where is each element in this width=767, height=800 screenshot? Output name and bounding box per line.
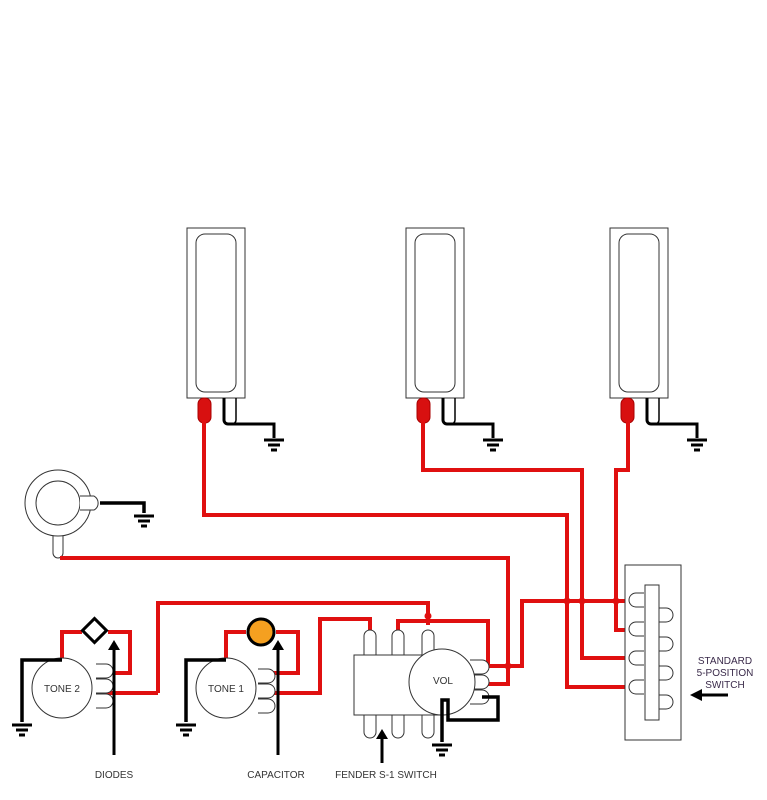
five-way-switch xyxy=(624,564,682,741)
diodes-label: DIODES xyxy=(95,770,134,781)
tone1-label: TONE 1 xyxy=(208,684,244,695)
ground-icon xyxy=(174,723,198,737)
five-way-label-line2: 5-POSITION xyxy=(697,668,754,679)
hot-wires xyxy=(60,420,630,695)
capacitor-label: CAPACITOR xyxy=(247,770,304,781)
output-jack xyxy=(24,469,156,559)
volume-pot: VOL xyxy=(408,648,500,757)
tone2-label: TONE 2 xyxy=(44,684,80,695)
middle-pickup xyxy=(405,227,505,452)
tone2-pot: TONE 2 xyxy=(10,657,114,737)
ground-icon xyxy=(262,438,286,452)
hot-lead xyxy=(416,397,431,424)
ground-icon xyxy=(430,743,454,757)
ground-icon xyxy=(481,438,505,452)
ground-icon xyxy=(10,723,34,737)
ground-lead xyxy=(441,398,495,438)
ground-icon xyxy=(132,514,156,528)
bridge-pickup xyxy=(609,227,709,452)
ground-icon xyxy=(685,438,709,452)
s1-switch-label: FENDER S-1 SWITCH xyxy=(335,770,437,781)
hot-lead xyxy=(197,397,212,424)
hot-lead xyxy=(620,397,635,424)
diode xyxy=(80,616,109,645)
ground-lead xyxy=(645,398,699,438)
five-way-label-line1: STANDARD xyxy=(698,656,752,667)
s1-arrow-icon xyxy=(376,729,388,763)
diodes-arrow-icon xyxy=(108,640,120,755)
five-way-label-line3: SWITCH xyxy=(705,680,744,691)
capacitor-arrow-icon xyxy=(272,640,284,755)
capacitor xyxy=(246,617,276,647)
neck-pickup xyxy=(186,227,286,452)
ground-lead xyxy=(222,398,276,438)
tone1-pot: TONE 1 xyxy=(174,657,276,737)
volume-label: VOL xyxy=(433,676,453,687)
jack-ground-wire xyxy=(100,501,146,513)
five-way-arrow-icon xyxy=(690,689,728,701)
